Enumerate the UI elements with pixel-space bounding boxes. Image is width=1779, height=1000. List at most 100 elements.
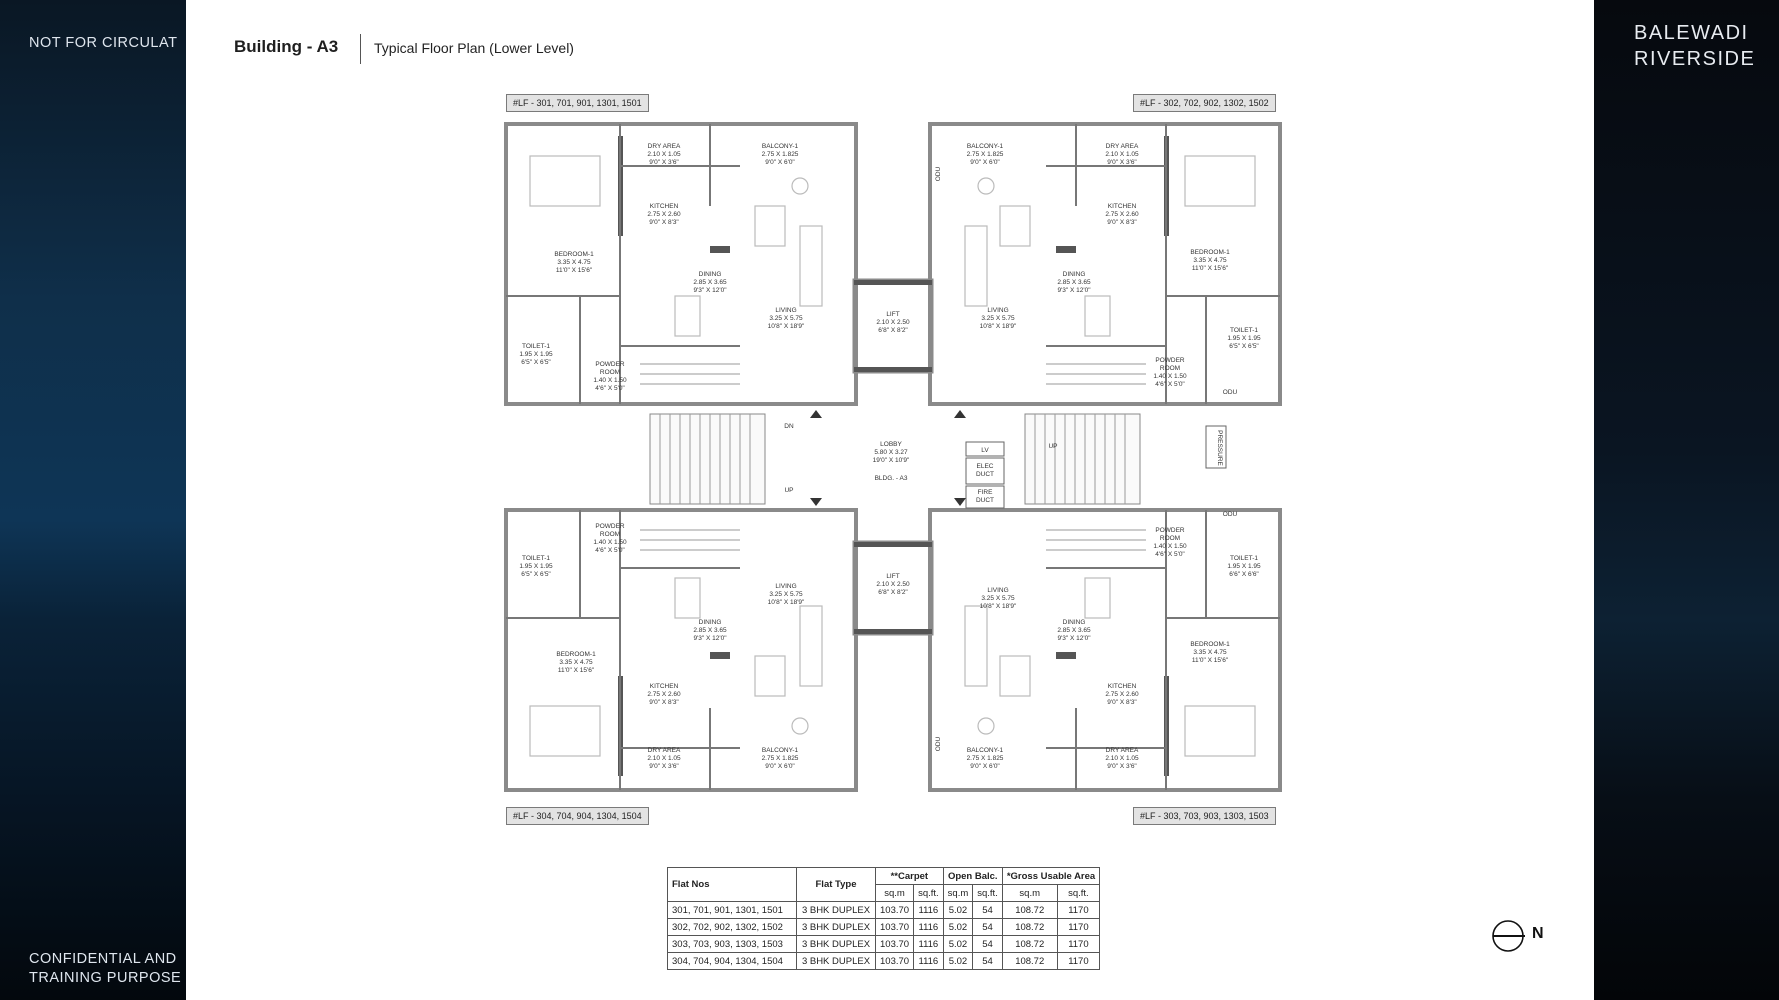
powder-room-size-metric: 1.40 X 1.50 bbox=[1153, 373, 1187, 380]
cell-gross-sqm: 108.72 bbox=[1001, 901, 1058, 919]
cell-flat-type: 3 BHK DUPLEX bbox=[796, 952, 876, 970]
bedroom-label: BEDROOM-1 bbox=[556, 651, 596, 658]
dining-size-metric: 2.85 X 3.65 bbox=[1057, 279, 1091, 286]
dining-size-imperial: 9'3" X 12'0" bbox=[693, 635, 727, 642]
confidential-notice: CONFIDENTIAL AND TRAINING PURPOSE bbox=[29, 950, 184, 988]
dry-area-label: DRY AREA bbox=[1106, 747, 1139, 754]
header-flat-type: Flat Type bbox=[796, 867, 876, 902]
balcony-size-metric: 2.75 X 1.825 bbox=[762, 151, 799, 158]
subheader-sqft: sq.ft. bbox=[913, 884, 944, 902]
living-size-metric: 3.25 X 5.75 bbox=[981, 315, 1015, 322]
left-background-panel bbox=[0, 0, 186, 1000]
building-code-label: BLDG. - A3 bbox=[875, 475, 908, 482]
elec-duct-label-2: DUCT bbox=[976, 471, 994, 478]
lv-label: LV bbox=[981, 447, 989, 454]
cell-carpet-sqft: 1116 bbox=[913, 935, 944, 953]
cell-flat-nos: 303, 703, 903, 1303, 1503 bbox=[667, 935, 797, 953]
cell-gross-sqm: 108.72 bbox=[1001, 918, 1058, 936]
cell-flat-nos: 302, 702, 902, 1302, 1502 bbox=[667, 918, 797, 936]
bedroom-label: BEDROOM-1 bbox=[1190, 641, 1230, 648]
dry-area-label: DRY AREA bbox=[1106, 143, 1139, 150]
fire-duct-label-2: DUCT bbox=[976, 497, 994, 504]
table-subheader-row: sq.m sq.ft. sq.m sq.ft. sq.m sq.ft. bbox=[668, 884, 1101, 902]
north-arrow-icon bbox=[1492, 920, 1525, 952]
bedroom-size-metric: 3.35 X 4.75 bbox=[559, 659, 593, 666]
powder-room-size-imperial: 4'6" X 5'0" bbox=[595, 385, 625, 392]
bedroom-size-imperial: 11'0" X 15'6" bbox=[1192, 265, 1229, 272]
cell-gross-sqft: 1170 bbox=[1056, 935, 1101, 953]
dining-size-metric: 2.85 X 3.65 bbox=[1057, 627, 1091, 634]
toilet-size-imperial: 6'6" X 6'6" bbox=[1229, 571, 1259, 578]
living-label: LIVING bbox=[775, 583, 796, 590]
stair-up-left-label: UP bbox=[784, 487, 793, 494]
toilet-size-imperial: 6'5" X 6'5" bbox=[521, 571, 551, 578]
cell-gross-sqft: 1170 bbox=[1056, 901, 1101, 919]
dining-label: DINING bbox=[1063, 619, 1086, 626]
powder-room-size-imperial: 4'6" X 5'0" bbox=[1155, 551, 1185, 558]
cell-flat-nos: 304, 704, 904, 1304, 1504 bbox=[667, 952, 797, 970]
balcony-size-metric: 2.75 X 1.825 bbox=[967, 151, 1004, 158]
header-gross-area: *Gross Usable Area bbox=[1001, 867, 1101, 885]
dry-area-label: DRY AREA bbox=[648, 747, 681, 754]
cell-flat-nos: 301, 701, 901, 1301, 1501 bbox=[667, 901, 797, 919]
powder-room-size-metric: 1.40 X 1.50 bbox=[593, 377, 627, 384]
dining-size-metric: 2.85 X 3.65 bbox=[693, 627, 727, 634]
lift-top-label: LIFT bbox=[886, 311, 899, 318]
bedroom-label: BEDROOM-1 bbox=[554, 251, 594, 258]
living-label: LIVING bbox=[775, 307, 796, 314]
header-divider bbox=[360, 34, 361, 64]
subheader-sqm: sq.m bbox=[942, 884, 974, 902]
table-row: 302, 702, 902, 1302, 1502 3 BHK DUPLEX 1… bbox=[667, 918, 1101, 936]
powder-room-label: POWDER bbox=[1155, 527, 1185, 534]
dry-area-size-metric: 2.10 X 1.05 bbox=[647, 151, 681, 158]
flat-label-bottom-right: #LF - 303, 703, 903, 1303, 1503 bbox=[1133, 807, 1276, 825]
powder-room-label: POWDER bbox=[595, 523, 625, 530]
subheader-sqm: sq.m bbox=[1001, 884, 1058, 902]
bedroom-size-metric: 3.35 X 4.75 bbox=[1193, 649, 1227, 656]
balcony-label: BALCONY-1 bbox=[967, 143, 1004, 150]
toilet-label: TOILET-1 bbox=[1230, 555, 1258, 562]
odu-label: ODU bbox=[1223, 511, 1238, 518]
powder-room-label-2: ROOM bbox=[1160, 365, 1180, 372]
powder-room-label-2: ROOM bbox=[600, 531, 620, 538]
living-size-metric: 3.25 X 5.75 bbox=[769, 591, 803, 598]
cell-gross-sqm: 108.72 bbox=[1001, 935, 1058, 953]
living-label: LIVING bbox=[987, 587, 1008, 594]
cell-balc-sqm: 5.02 bbox=[942, 952, 974, 970]
balcony-label: BALCONY-1 bbox=[762, 143, 799, 150]
toilet-label: TOILET-1 bbox=[1230, 327, 1258, 334]
lift-top-size-imperial: 6'8" X 8'2" bbox=[878, 327, 908, 334]
kitchen-label: KITCHEN bbox=[650, 683, 679, 690]
toilet-size-metric: 1.95 X 1.95 bbox=[519, 351, 553, 358]
balcony-size-imperial: 9'0" X 6'0" bbox=[765, 763, 795, 770]
toilet-size-imperial: 6'5" X 6'5" bbox=[521, 359, 551, 366]
flat-label-bottom-left: #LF - 304, 704, 904, 1304, 1504 bbox=[506, 807, 649, 825]
dry-area-size-imperial: 9'0" X 3'6" bbox=[1107, 763, 1137, 770]
staircases bbox=[640, 363, 1146, 551]
balcony-size-imperial: 9'0" X 6'0" bbox=[970, 159, 1000, 166]
living-size-imperial: 10'8" X 18'9" bbox=[980, 323, 1017, 330]
brand-line-1: BALEWADI bbox=[1634, 22, 1749, 44]
odu-top-right-label: ODU bbox=[1223, 389, 1238, 396]
utility-boxes bbox=[965, 425, 1227, 509]
floor-plan-sheet bbox=[186, 0, 1594, 1000]
dry-area-size-metric: 2.10 X 1.05 bbox=[1105, 151, 1139, 158]
bedroom-size-imperial: 11'0" X 15'6" bbox=[558, 667, 595, 674]
lift-top-size-metric: 2.10 X 2.50 bbox=[876, 319, 910, 326]
brand-line-2: RIVERSIDE bbox=[1634, 48, 1756, 70]
living-size-imperial: 10'8" X 18'9" bbox=[768, 323, 805, 330]
dining-size-imperial: 9'3" X 12'0" bbox=[1057, 635, 1091, 642]
dry-area-size-metric: 2.10 X 1.05 bbox=[647, 755, 681, 762]
north-label: N bbox=[1532, 925, 1544, 942]
balcony-size-metric: 2.75 X 1.825 bbox=[762, 755, 799, 762]
dining-size-imperial: 9'3" X 12'0" bbox=[1057, 287, 1091, 294]
bedroom-label: BEDROOM-1 bbox=[1190, 249, 1230, 256]
cell-carpet-sqm: 103.70 bbox=[874, 952, 915, 970]
powder-room-label-2: ROOM bbox=[600, 369, 620, 376]
building-title: Building - A3 bbox=[234, 37, 339, 56]
subheader-sqft: sq.ft. bbox=[972, 884, 1003, 902]
stair-down-label: DN bbox=[784, 423, 794, 430]
table-header-row: Flat Nos Flat Type **Carpet Open Balc. *… bbox=[667, 867, 1101, 902]
fire-duct-label: FIRE bbox=[978, 489, 993, 496]
balcony-size-imperial: 9'0" X 6'0" bbox=[970, 763, 1000, 770]
